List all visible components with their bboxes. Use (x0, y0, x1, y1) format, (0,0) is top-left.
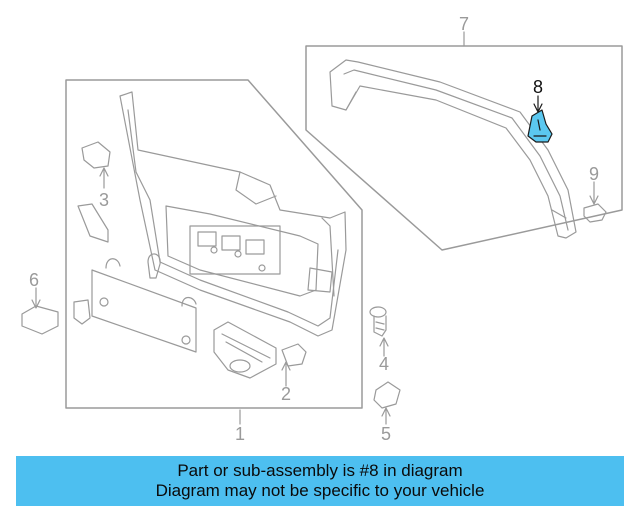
callout-6: 6 (29, 270, 39, 290)
clip-part-8-highlighted[interactable] (527, 109, 553, 143)
panel-7-outline (305, 45, 623, 251)
clip-part-9 (583, 203, 607, 223)
clip-part-6 (21, 305, 59, 335)
callout-3: 3 (99, 190, 109, 210)
callout-1: 1 (235, 424, 245, 444)
handle-part-2 (213, 321, 277, 379)
info-banner: Part or sub-assembly is #8 in diagram Di… (16, 456, 624, 506)
banner-line-1: Part or sub-assembly is #8 in diagram (177, 461, 463, 480)
parts-diagram: 1 2 3 4 5 6 7 8 9 (21, 14, 623, 444)
callout-5: 5 (381, 424, 391, 444)
upper-trim-part-7 (329, 59, 577, 239)
panel-1-outline (65, 79, 363, 409)
clip-part-3 (81, 141, 111, 169)
callout-8: 8 (533, 77, 543, 97)
callout-2: 2 (281, 384, 291, 404)
plate-bracket (91, 253, 197, 353)
trim-panel-part-1 (119, 91, 347, 337)
banner-line-2: Diagram may not be specific to your vehi… (155, 481, 485, 500)
clip-part-8-detail (533, 119, 547, 137)
clip-left (73, 299, 91, 325)
cover-part-3 (77, 203, 109, 243)
screw-part-4 (369, 306, 387, 337)
callout-4: 4 (379, 354, 389, 374)
leader-lines (31, 31, 599, 425)
nut-part-5 (373, 381, 401, 409)
callout-7: 7 (459, 14, 469, 34)
callout-9: 9 (589, 164, 599, 184)
